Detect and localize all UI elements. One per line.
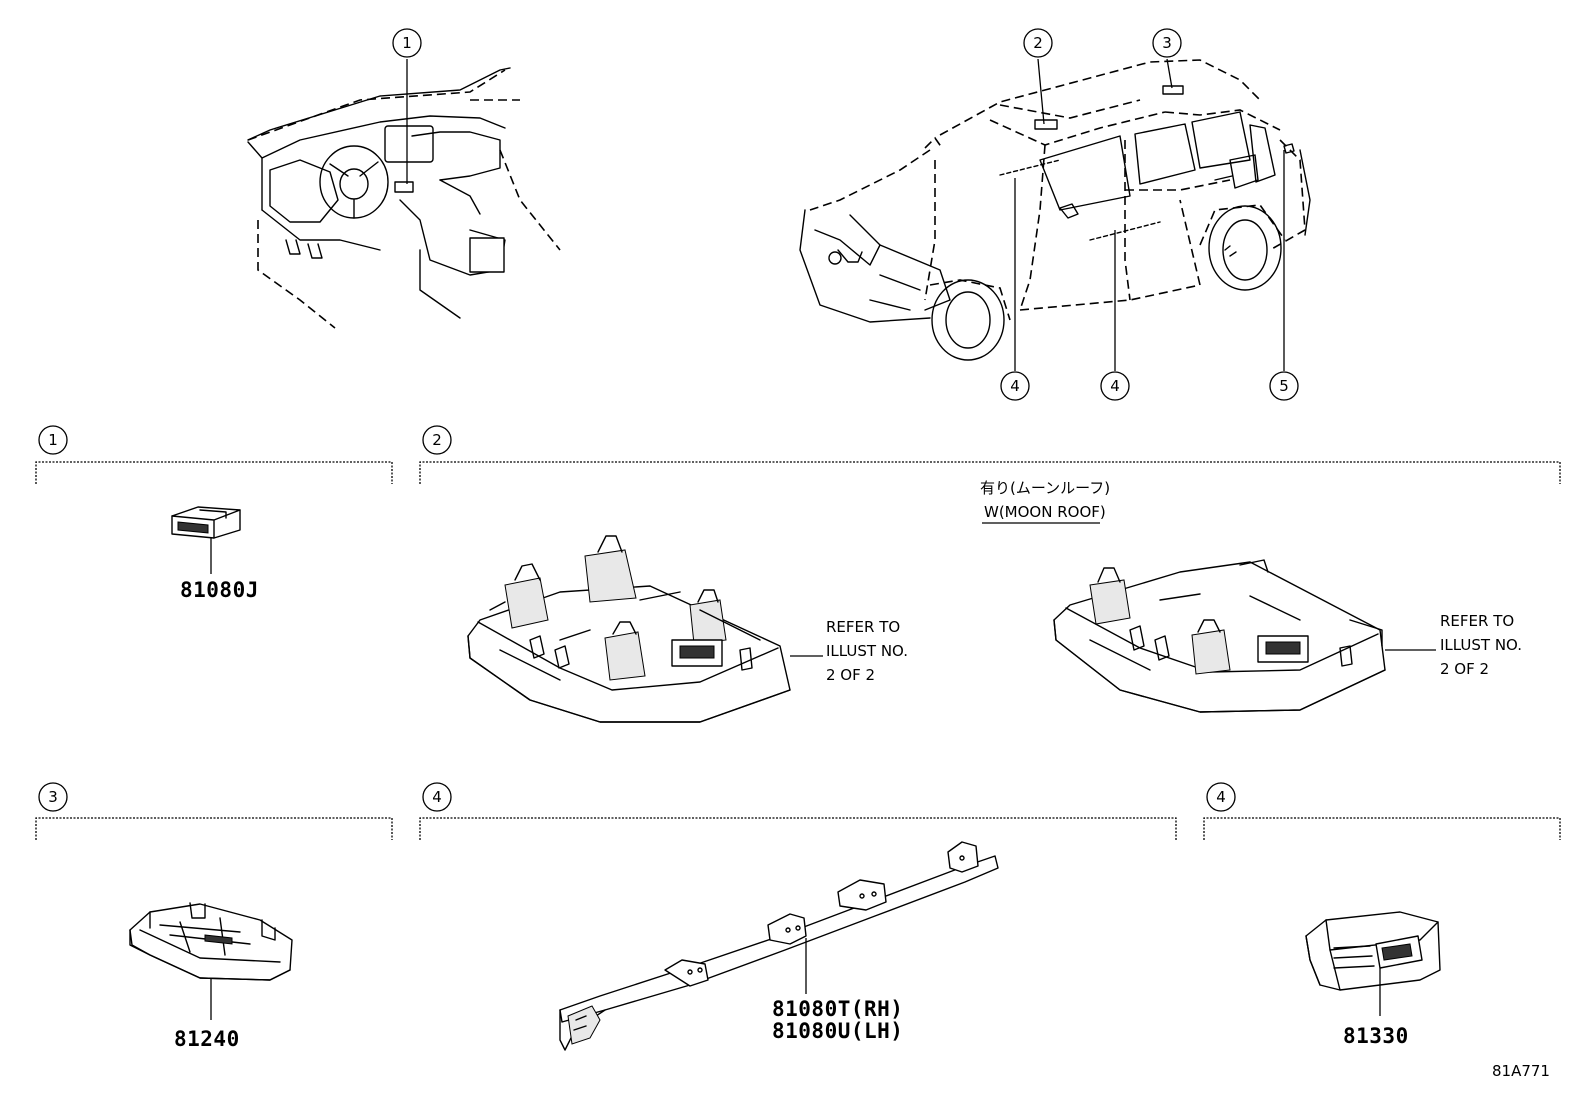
svg-text:2: 2 xyxy=(1033,34,1043,52)
part-81080J-illustration xyxy=(171,506,241,574)
map-lamp-assembly-moonroof-illustration xyxy=(1053,559,1436,713)
svg-text:2 OF 2: 2 OF 2 xyxy=(1440,660,1489,678)
section-brackets xyxy=(35,461,1561,840)
svg-text:3: 3 xyxy=(1162,34,1172,52)
part-81330-illustration xyxy=(1305,911,1441,1016)
callout-4-top-a: 4 xyxy=(1000,371,1030,401)
svg-text:ILLUST NO.: ILLUST NO. xyxy=(1440,636,1522,654)
svg-text:4: 4 xyxy=(1010,377,1020,395)
callout-5-top: 5 xyxy=(1269,371,1299,401)
callout-4-top-b: 4 xyxy=(1100,371,1130,401)
part-81080T-81080U-illustration xyxy=(559,841,999,1051)
moonroof-note-en: W(MOON ROOF) xyxy=(984,503,1106,521)
svg-text:2 OF 2: 2 OF 2 xyxy=(826,666,875,684)
callout-1-top: 1 xyxy=(392,28,422,58)
refer-note-b: REFER TO ILLUST NO. 2 OF 2 xyxy=(1440,612,1522,678)
svg-text:3: 3 xyxy=(48,788,58,806)
part-number-81240: 81240 xyxy=(174,1027,240,1051)
svg-text:2: 2 xyxy=(432,431,442,449)
svg-text:4: 4 xyxy=(432,788,442,806)
part-number-81080J: 81080J xyxy=(180,578,259,602)
section-callout-4a: 4 xyxy=(422,782,452,812)
part-number-81080U: 81080U(LH) xyxy=(772,1019,903,1043)
svg-text:5: 5 xyxy=(1279,377,1289,395)
svg-text:4: 4 xyxy=(1216,788,1226,806)
svg-text:REFER TO: REFER TO xyxy=(826,618,900,636)
section-callout-2: 2 xyxy=(422,425,452,455)
part-81240-illustration xyxy=(129,902,293,1020)
svg-text:4: 4 xyxy=(1110,377,1120,395)
dashboard-illustration xyxy=(247,67,561,329)
top-callouts: 1 2 3 4 4 5 xyxy=(392,28,1299,401)
part-number-81080T: 81080T(RH) xyxy=(772,997,903,1021)
moonroof-note-jp: 有り(ムーンルーフ) xyxy=(980,479,1110,497)
section-callout-4b: 4 xyxy=(1206,782,1236,812)
illustration-code: 81A771 xyxy=(1492,1062,1550,1080)
svg-text:REFER TO: REFER TO xyxy=(1440,612,1514,630)
section-callout-1: 1 xyxy=(38,425,68,455)
svg-text:1: 1 xyxy=(402,34,412,52)
svg-text:ILLUST NO.: ILLUST NO. xyxy=(826,642,908,660)
callout-2-top: 2 xyxy=(1023,28,1053,58)
refer-note-a: REFER TO ILLUST NO. 2 OF 2 xyxy=(826,618,908,684)
callout-3-top: 3 xyxy=(1152,28,1182,58)
svg-text:1: 1 xyxy=(48,431,58,449)
section-callout-3: 3 xyxy=(38,782,68,812)
vehicle-illustration xyxy=(799,59,1311,361)
part-number-81330: 81330 xyxy=(1343,1024,1409,1048)
map-lamp-assembly-illustration xyxy=(467,535,823,723)
